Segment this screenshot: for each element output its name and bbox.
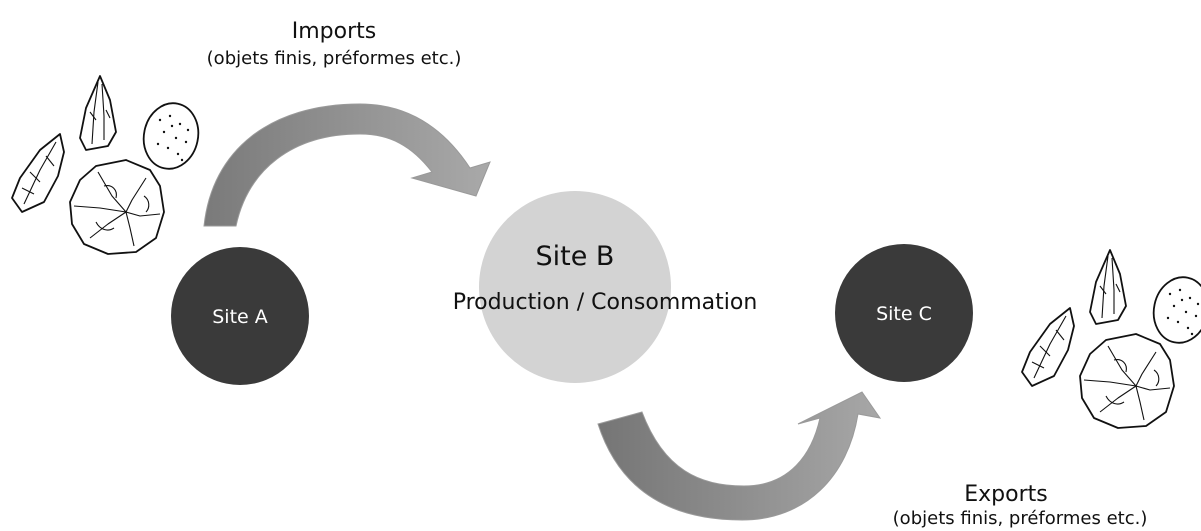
site-b-subtitle: Production / Consommation bbox=[453, 290, 758, 315]
exports-subtitle: (objets finis, préformes etc.) bbox=[893, 508, 1148, 529]
site-a-label: Site A bbox=[212, 306, 268, 328]
exports-title: Exports bbox=[964, 482, 1047, 507]
site-b-node bbox=[479, 191, 671, 383]
exports-arrow bbox=[597, 391, 882, 521]
imports-subtitle: (objets finis, préformes etc.) bbox=[207, 48, 462, 69]
site-c-node bbox=[835, 244, 973, 382]
imports-stone-tools-illustration bbox=[11, 75, 206, 255]
imports-title: Imports bbox=[292, 19, 376, 44]
site-c-label: Site C bbox=[876, 303, 932, 325]
imports-arrow bbox=[203, 103, 491, 227]
site-a-node bbox=[171, 247, 309, 385]
site-b-label: Site B bbox=[536, 241, 615, 272]
exports-stone-tools-illustration bbox=[1021, 249, 1201, 429]
